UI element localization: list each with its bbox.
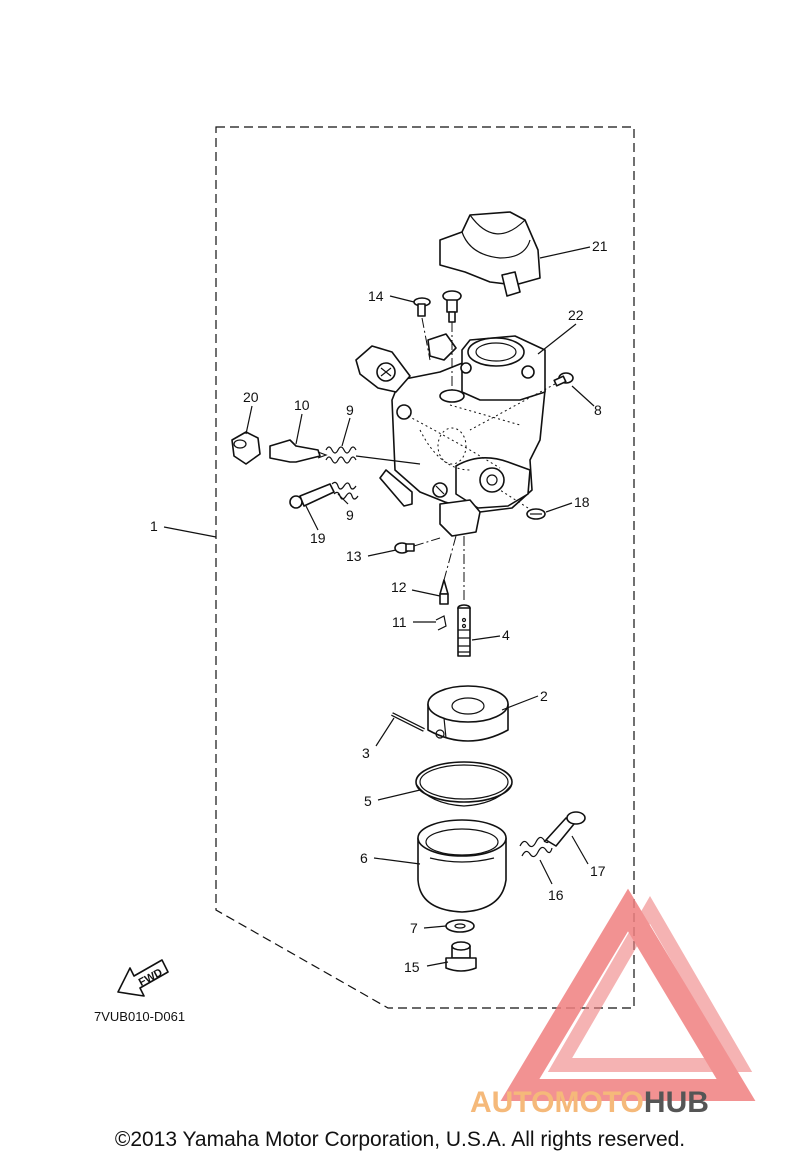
label-9a: 9 [346,402,354,418]
part-15-drain-bolt [445,941,477,972]
label-13: 13 [346,548,362,564]
part-7-washer [445,919,475,933]
label-19: 19 [310,530,326,546]
label-10: 10 [294,397,310,413]
part-21-cover [439,211,541,297]
label-20: 20 [243,389,259,405]
label-17: 17 [590,863,606,879]
part-5-gasket [415,761,513,807]
watermark-text: AUTOMOTOHUB [470,1086,709,1119]
watermark-part2: HUB [644,1086,709,1119]
carburetor-body [355,333,546,537]
leader-lines [163,246,595,967]
watermark-logo [500,888,756,1101]
drawing-code: 7VUB010-D061 [94,1009,185,1024]
watermark-part1: AUTOMOTO [470,1086,644,1119]
part-9-spring-upper [325,446,357,464]
label-3: 3 [362,745,370,761]
label-16: 16 [548,887,564,903]
label-22: 22 [568,307,584,323]
label-21: 21 [592,238,608,254]
assembly-boundary [215,126,635,1009]
fwd-arrow-icon: FWD [117,959,169,997]
label-9b: 9 [346,507,354,523]
label-18: 18 [574,494,590,510]
part-3-pin [391,712,425,732]
part-6-float-bowl [417,819,507,913]
label-1: 1 [150,518,158,534]
label-15: 15 [404,959,420,975]
part-16-spring [519,836,553,858]
fwd-label: FWD [137,966,165,988]
part-13-screw [394,537,441,554]
label-12: 12 [391,579,407,595]
part-4-main-jet [457,604,471,657]
label-5: 5 [364,793,372,809]
label-7: 7 [410,920,418,936]
part-9-spring-lower [331,481,359,500]
label-8: 8 [594,402,602,418]
part-20-cap [231,431,261,465]
label-6: 6 [360,850,368,866]
label-14: 14 [368,288,384,304]
copyright-notice: ©2013 Yamaha Motor Corporation, U.S.A. A… [114,1128,686,1151]
part-14-screw [413,297,431,361]
label-11: 11 [392,614,407,630]
part-2-float [427,685,509,742]
part-11-clip [435,615,447,631]
part-17-screw [543,811,586,847]
part-throttle-screw [439,290,465,403]
part-10-pilot-screw [269,439,328,463]
part-18-screw [499,489,546,520]
part-number-labels: 1 2 3 4 5 6 7 8 9 9 10 11 12 13 14 15 16… [150,238,608,975]
label-2: 2 [540,688,548,704]
part-8-screw [469,372,574,431]
label-4: 4 [502,627,510,643]
part-12-needle [439,579,449,605]
part-19-screw [289,483,335,509]
